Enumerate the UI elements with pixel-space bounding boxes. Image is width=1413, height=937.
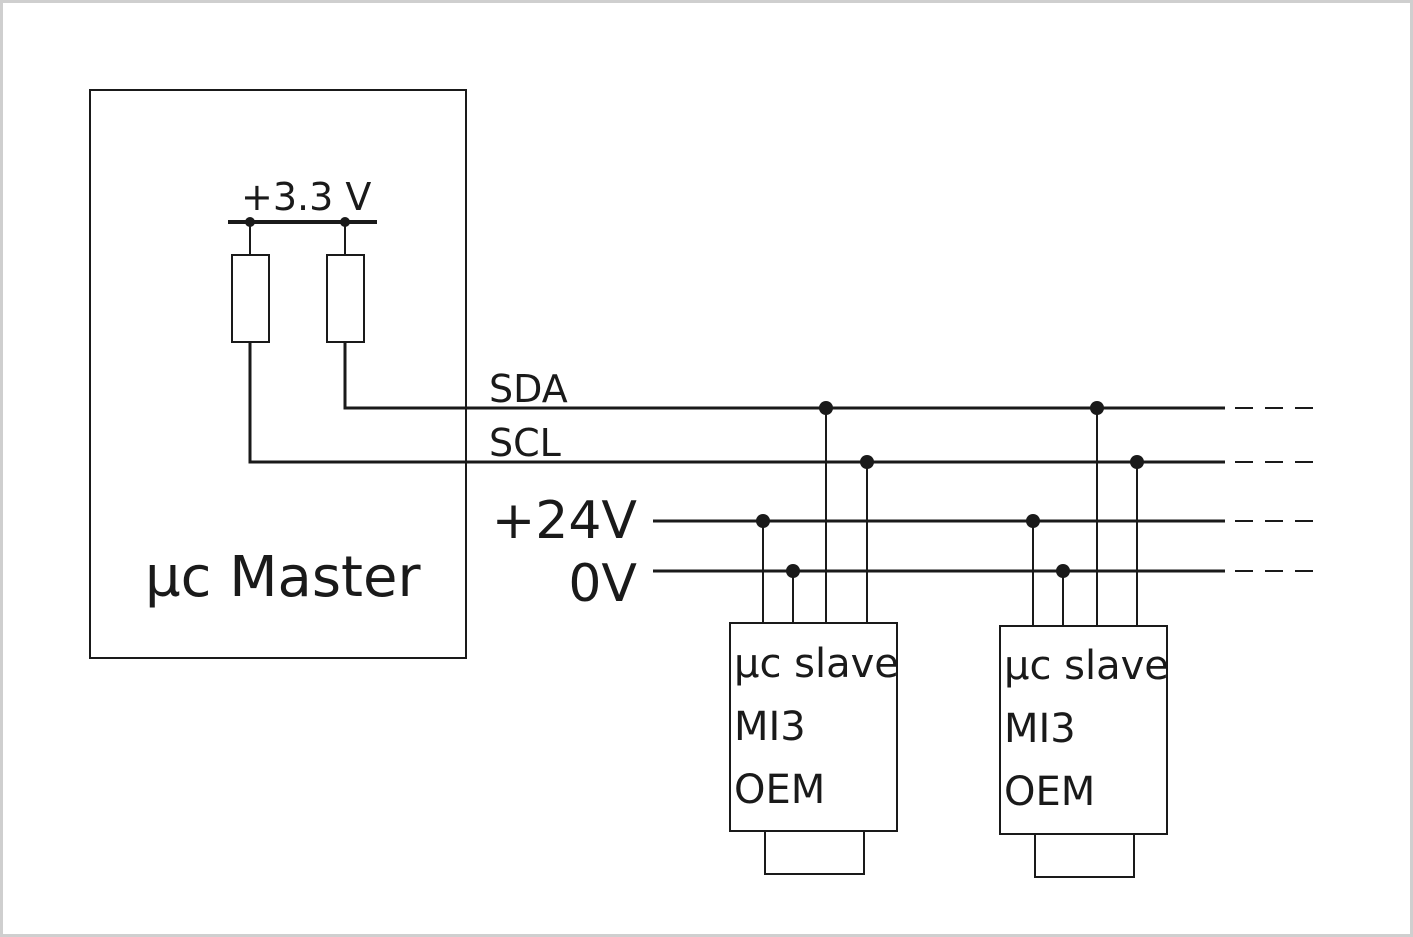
master-box	[89, 89, 467, 659]
junction-dot	[1090, 401, 1104, 415]
sda-label: SDA	[489, 367, 568, 411]
slave-2-connector	[1034, 833, 1135, 878]
master-label: µc Master	[145, 545, 421, 610]
junction-dot	[1026, 514, 1040, 528]
slave-1-line2: MI3	[734, 704, 806, 750]
slave-2-box	[999, 625, 1168, 835]
pullup-resistor-sda	[326, 254, 365, 343]
slave-1-connector	[764, 830, 865, 875]
slave-1-line1: µc slave	[734, 641, 899, 687]
gnd-label: 0V	[568, 554, 637, 614]
slave-1-box	[729, 622, 898, 832]
scl-label: SCL	[489, 421, 561, 465]
pullup-resistor-scl	[231, 254, 270, 343]
slave-2-line1: µc slave	[1004, 643, 1169, 689]
junction-dot	[756, 514, 770, 528]
v24-label: +24V	[492, 491, 638, 551]
slave-2-line3: OEM	[1004, 769, 1095, 815]
slave-2-line2: MI3	[1004, 706, 1076, 752]
junction-dot	[340, 217, 350, 227]
junction-dot	[245, 217, 255, 227]
junction-dot	[860, 455, 874, 469]
scl-line	[248, 342, 1225, 464]
supply-label: +3.3 V	[241, 175, 371, 219]
junction-dot	[786, 564, 800, 578]
junction-dot	[1056, 564, 1070, 578]
junction-dot	[819, 401, 833, 415]
sda-line	[343, 342, 1225, 410]
junction-dot	[1130, 455, 1144, 469]
slave-1-line3: OEM	[734, 767, 825, 813]
